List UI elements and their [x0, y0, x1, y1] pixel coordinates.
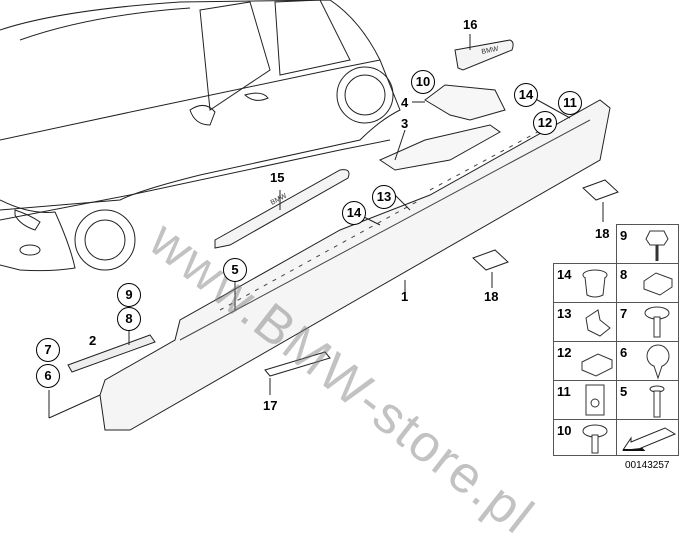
part-4-bracket: [424, 84, 506, 121]
part-15-trim: [214, 169, 350, 249]
part-17-sticker: [264, 351, 331, 377]
grid-label: 9: [620, 228, 628, 243]
callout-5[interactable]: 5: [223, 258, 247, 282]
grid-cell-7[interactable]: 7: [616, 302, 679, 342]
callout-9[interactable]: 9: [117, 283, 141, 307]
car-outline: [0, 0, 401, 272]
callout-11[interactable]: 11: [558, 91, 582, 115]
grid-cell-5[interactable]: 5: [616, 380, 679, 420]
grid-cell-10[interactable]: 10: [553, 419, 617, 456]
part-1-side-skirt: [99, 99, 611, 431]
callout-16[interactable]: 16: [463, 17, 478, 32]
grid-label: 14: [557, 267, 572, 282]
callout-12[interactable]: 12: [533, 111, 557, 135]
svg-text:BMW: BMW: [481, 45, 500, 55]
grid-label: 6: [620, 345, 628, 360]
callout-2[interactable]: 2: [89, 333, 97, 348]
grommet-icon: [582, 269, 608, 298]
screw-small-icon: [649, 385, 665, 418]
callout-6[interactable]: 6: [36, 364, 60, 388]
part-18-sticker-b: [582, 179, 619, 201]
grid-cell-14[interactable]: 14: [553, 263, 617, 303]
callout-7[interactable]: 7: [36, 338, 60, 362]
grid-label: 5: [620, 384, 628, 399]
callout-14-mid[interactable]: 14: [342, 201, 366, 225]
spring-nut-icon: [585, 384, 605, 416]
callout-8[interactable]: 8: [117, 307, 141, 331]
bracket-clip-icon: [585, 309, 611, 337]
grid-label: 7: [620, 306, 628, 321]
grid-cell-8[interactable]: 8: [616, 263, 679, 303]
grid-cell-12[interactable]: 12: [553, 341, 617, 381]
leader-lines: [48, 34, 604, 419]
diagram-code: 00143257: [625, 460, 670, 471]
part-3-bracket: [378, 124, 501, 171]
grid-label: 12: [557, 345, 572, 360]
callout-10[interactable]: 10: [411, 70, 435, 94]
expanding-rivet-icon: [646, 344, 670, 380]
grid-label: 10: [557, 423, 572, 438]
callout-1[interactable]: 1: [401, 289, 409, 304]
parts-legend-grid: 9 14 8 13 7 12 6 11 5 10: [553, 224, 679, 456]
callout-13[interactable]: 13: [372, 185, 396, 209]
hex-bolt-icon: [582, 424, 608, 454]
grid-cell-11[interactable]: 11: [553, 380, 617, 420]
grid-cell-6[interactable]: 6: [616, 341, 679, 381]
rivet-icon: [644, 306, 670, 338]
callout-18-right[interactable]: 18: [595, 226, 610, 241]
callout-18-mid[interactable]: 18: [484, 289, 499, 304]
parts-diagram: BMW BMW: [0, 0, 619, 431]
screw-icon: [645, 230, 669, 261]
grid-cell-9[interactable]: 9: [616, 224, 679, 264]
callout-3[interactable]: 3: [401, 116, 409, 131]
grid-label: 13: [557, 306, 572, 321]
grid-cell-13[interactable]: 13: [553, 302, 617, 342]
grid-label: 8: [620, 267, 628, 282]
callout-17[interactable]: 17: [263, 398, 278, 413]
clip-nut-icon: [643, 272, 673, 296]
part-2-clip-strip: [67, 334, 156, 373]
part-18-sticker-a: [472, 249, 509, 271]
callout-15[interactable]: 15: [270, 170, 285, 185]
direction-arrow-icon: [622, 427, 677, 451]
callout-4[interactable]: 4: [401, 95, 409, 110]
grid-cell-arrow[interactable]: [616, 419, 679, 456]
grid-label: 11: [557, 384, 571, 399]
callout-14-top[interactable]: 14: [514, 83, 538, 107]
clamp-icon: [581, 353, 613, 377]
